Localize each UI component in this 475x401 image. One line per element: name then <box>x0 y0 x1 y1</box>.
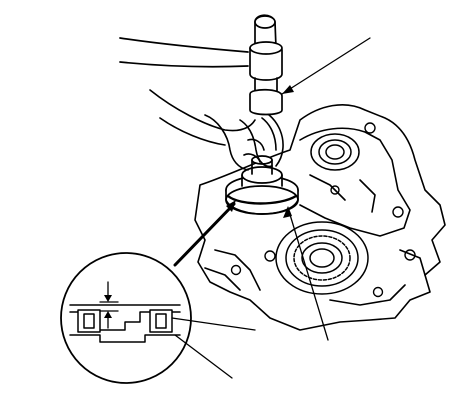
bolt-hole <box>372 286 384 298</box>
housing-bolt-holes <box>230 122 416 298</box>
leader-lines <box>173 37 371 341</box>
leader-line <box>287 207 329 341</box>
transmission-housing <box>194 104 446 331</box>
hand-holding-tool <box>149 89 284 171</box>
upper-bore <box>310 133 360 171</box>
leader-line <box>281 37 371 95</box>
driver-tool-icon <box>225 155 299 215</box>
bolt-hole <box>230 264 242 276</box>
bolt-hole <box>404 249 416 261</box>
leader-line <box>174 334 233 379</box>
bolt-hole <box>330 185 340 195</box>
hammer-icon <box>119 14 283 116</box>
seal-cross-section <box>69 304 181 343</box>
seal-icon <box>226 194 298 205</box>
bolt-hole <box>392 206 404 218</box>
leader-line-callout <box>173 202 236 267</box>
leader-line <box>171 317 256 331</box>
bolt-hole <box>364 122 376 134</box>
arrow-heads <box>226 85 294 218</box>
bolt-hole <box>264 250 276 262</box>
magnifier-callout-icon <box>60 252 256 384</box>
bearing-icon <box>275 221 369 295</box>
